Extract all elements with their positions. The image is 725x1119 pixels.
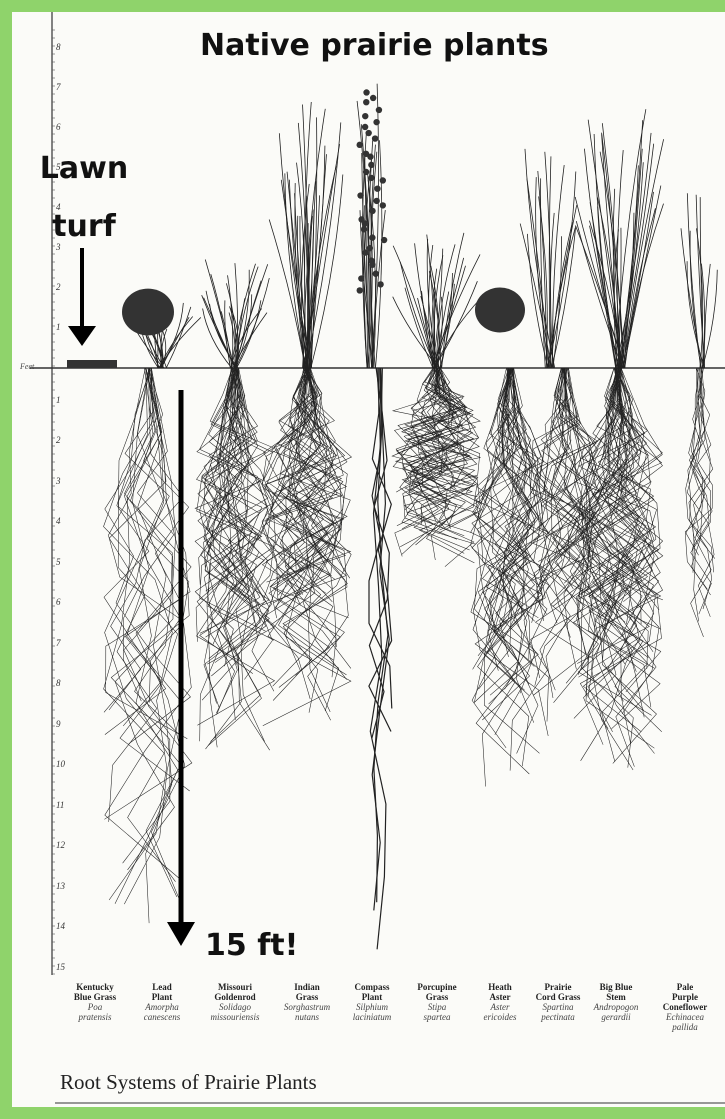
tick-below-8: 8 [56, 678, 61, 688]
lawn-arrow-head [68, 326, 96, 346]
tick-above-3: 3 [56, 242, 61, 252]
seed-head-12 [368, 162, 374, 168]
seed-head-22 [362, 220, 368, 226]
tick-below-12: 12 [56, 840, 65, 850]
tick-above-5: 5 [56, 162, 61, 172]
root-system-3 [369, 368, 392, 949]
shoot-3 [357, 84, 385, 368]
tick-below-11: 11 [56, 800, 64, 810]
tick-below-10: 10 [56, 759, 65, 769]
seed-head-17 [357, 192, 363, 198]
root-system-8 [685, 368, 715, 637]
tick-above-4: 4 [56, 202, 61, 212]
plant-roots [104, 368, 715, 949]
lawn-turf-label: Lawn turf [24, 140, 144, 256]
seed-head-6 [362, 124, 368, 130]
seed-head-24 [369, 234, 375, 240]
bush-head-1 [475, 288, 525, 333]
root-system-1 [195, 368, 274, 750]
seed-head-4 [362, 113, 368, 119]
lawn-turf-patch [67, 360, 117, 368]
page-title: Native prairie plants [200, 28, 549, 63]
plant-label-3: IndianGrassSorghastrumnutans [272, 982, 342, 1022]
lawn-label-line-2: turf [24, 198, 144, 256]
tick-above-6: 6 [56, 122, 61, 132]
depth-arrow-head [167, 922, 195, 946]
plant-label-5: PorcupineGrassStipaspartea [402, 982, 472, 1022]
seed-head-7 [365, 130, 371, 136]
root-system-4 [392, 368, 482, 567]
plant-label-2: MissouriGoldenrodSolidagomissouriensis [200, 982, 270, 1022]
seed-head-16 [374, 185, 380, 191]
seed-head-0 [363, 89, 369, 95]
seed-head-27 [362, 249, 368, 255]
seed-head-18 [373, 198, 379, 204]
tick-below-1: 1 [56, 395, 61, 405]
tick-below-6: 6 [56, 597, 61, 607]
axis-unit-label: Feet [20, 362, 34, 371]
seed-head-8 [372, 135, 378, 141]
figure-caption: Root Systems of Prairie Plants [60, 1070, 317, 1095]
seed-head-29 [369, 262, 375, 268]
seed-head-30 [373, 271, 379, 277]
seed-head-15 [380, 177, 386, 183]
seed-head-9 [356, 142, 362, 148]
shoot-6 [520, 149, 577, 368]
tick-above-8: 8 [56, 42, 61, 52]
tick-above-7: 7 [56, 82, 61, 92]
seed-head-13 [363, 169, 369, 175]
seed-head-1 [370, 95, 376, 101]
seed-head-3 [376, 107, 382, 113]
seed-head-23 [361, 226, 367, 232]
tick-above-2: 2 [56, 282, 61, 292]
tick-below-15: 15 [56, 962, 65, 972]
plant-shoots [122, 84, 717, 368]
plant-label-4: CompassPlantSilphiumlaciniatum [337, 982, 407, 1022]
seed-head-11 [367, 154, 373, 160]
shoot-7 [681, 193, 717, 368]
shoot-5 [575, 109, 663, 368]
shoot-4 [393, 233, 482, 368]
seed-head-25 [381, 237, 387, 243]
lawn-label-line-1: Lawn [24, 140, 144, 198]
seed-head-14 [368, 175, 374, 181]
tick-below-9: 9 [56, 719, 61, 729]
plant-label-1: LeadPlantAmorphacanescens [127, 982, 197, 1022]
tick-below-2: 2 [56, 435, 61, 445]
tick-below-3: 3 [56, 476, 61, 486]
seed-head-19 [380, 202, 386, 208]
root-system-2 [262, 368, 352, 726]
plant-label-9: PalePurpleConeflowerEchinaceapallida [650, 982, 720, 1032]
seed-head-5 [373, 119, 379, 125]
seed-head-20 [369, 208, 375, 214]
seed-head-2 [363, 99, 369, 105]
depth-callout: 15 ft! [205, 928, 298, 963]
tick-below-14: 14 [56, 921, 65, 931]
seed-head-32 [377, 281, 383, 287]
shoot-2 [269, 102, 343, 368]
tick-below-5: 5 [56, 557, 61, 567]
shoot-1 [202, 259, 270, 368]
tick-below-13: 13 [56, 881, 65, 891]
seed-head-33 [357, 287, 363, 293]
tick-above-1: 1 [56, 322, 61, 332]
root-system-5 [471, 368, 550, 787]
tick-below-7: 7 [56, 638, 61, 648]
plant-label-8: Big BlueStemAndropogongerardii [581, 982, 651, 1022]
seed-head-31 [358, 275, 364, 281]
plant-label-0: KentuckyBlue GrassPoapratensis [60, 982, 130, 1022]
bush-head-0 [122, 289, 174, 336]
tick-below-4: 4 [56, 516, 61, 526]
